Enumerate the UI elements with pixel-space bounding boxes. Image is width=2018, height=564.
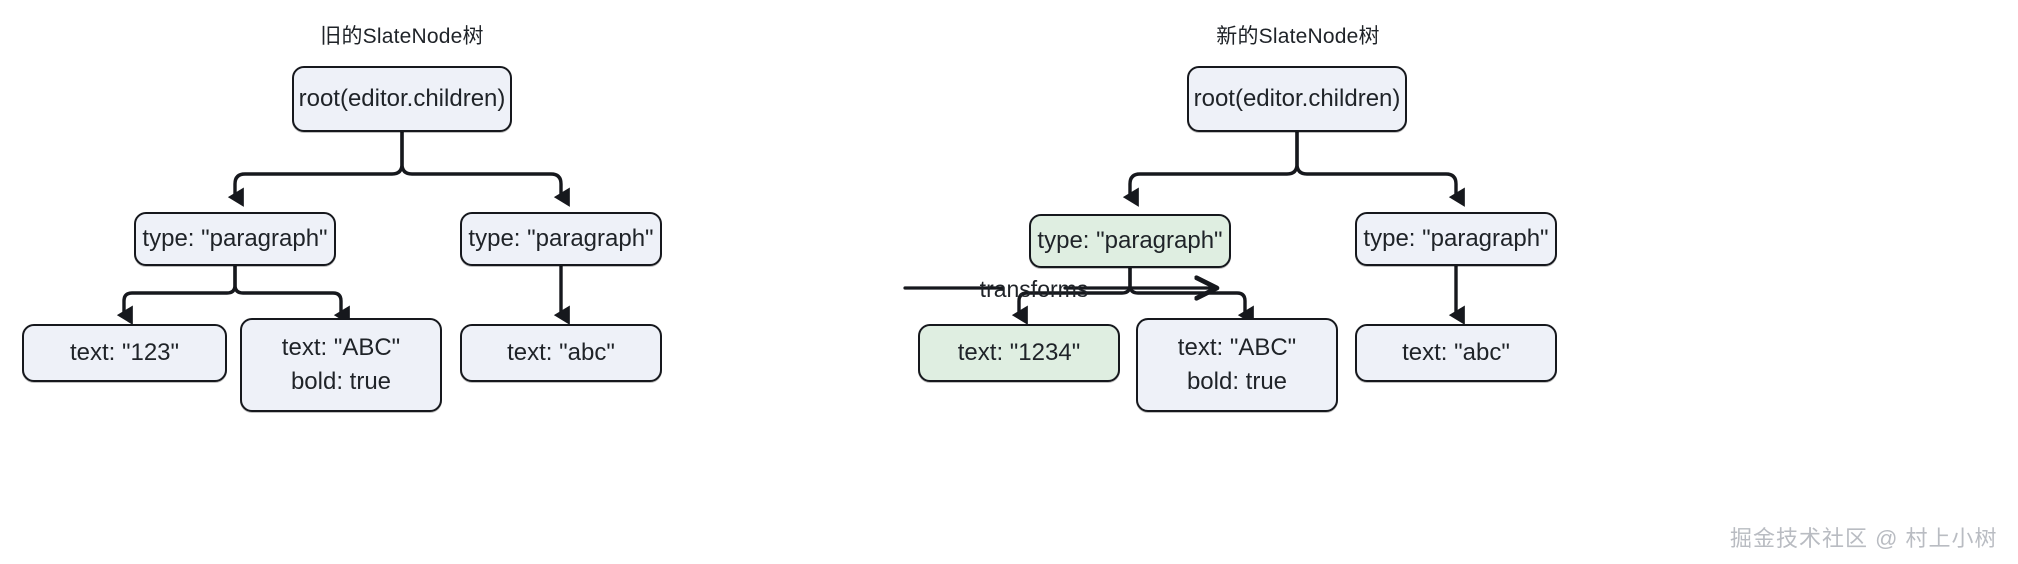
node-old-paragraph-1[interactable]: type: "paragraph": [134, 212, 336, 266]
node-old-root[interactable]: root(editor.children): [292, 66, 512, 132]
node-new-root[interactable]: root(editor.children): [1187, 66, 1407, 132]
node-old-text-123[interactable]: text: "123": [22, 324, 227, 382]
node-new-paragraph-1[interactable]: type: "paragraph": [1029, 214, 1231, 268]
node-label-secondary: bold: true: [290, 368, 392, 395]
node-label: text: "ABC": [1177, 333, 1297, 361]
node-label: type: "paragraph": [468, 224, 654, 252]
node-label: root(editor.children): [1193, 84, 1401, 112]
transforms-label: transforms: [979, 276, 1089, 302]
node-new-text-abc[interactable]: text: "abc": [1355, 324, 1557, 382]
new-tree-title: 新的SlateNode树: [1216, 25, 1380, 48]
node-label: type: "paragraph": [1363, 224, 1549, 252]
node-old-paragraph-2[interactable]: type: "paragraph": [460, 212, 662, 266]
node-old-text-abc-bold[interactable]: text: "ABC" bold: true: [240, 318, 442, 412]
node-label: type: "paragraph": [142, 224, 328, 252]
node-label: text: "ABC": [281, 333, 401, 361]
node-new-text-1234[interactable]: text: "1234": [918, 324, 1120, 382]
node-label: text: "abc": [1402, 338, 1510, 366]
old-tree-title: 旧的SlateNode树: [320, 25, 484, 48]
node-old-text-abc[interactable]: text: "abc": [460, 324, 662, 382]
node-label: text: "1234": [957, 338, 1081, 366]
node-new-paragraph-2[interactable]: type: "paragraph": [1355, 212, 1557, 266]
node-label-secondary: bold: true: [1186, 368, 1288, 395]
node-label: type: "paragraph": [1037, 226, 1223, 254]
node-label: root(editor.children): [298, 84, 506, 112]
node-new-text-abc-bold[interactable]: text: "ABC" bold: true: [1136, 318, 1338, 412]
node-label: text: "123": [69, 338, 180, 366]
node-label: text: "abc": [507, 338, 615, 366]
watermark: 掘金技术社区 @ 村上小树: [1730, 526, 1998, 551]
